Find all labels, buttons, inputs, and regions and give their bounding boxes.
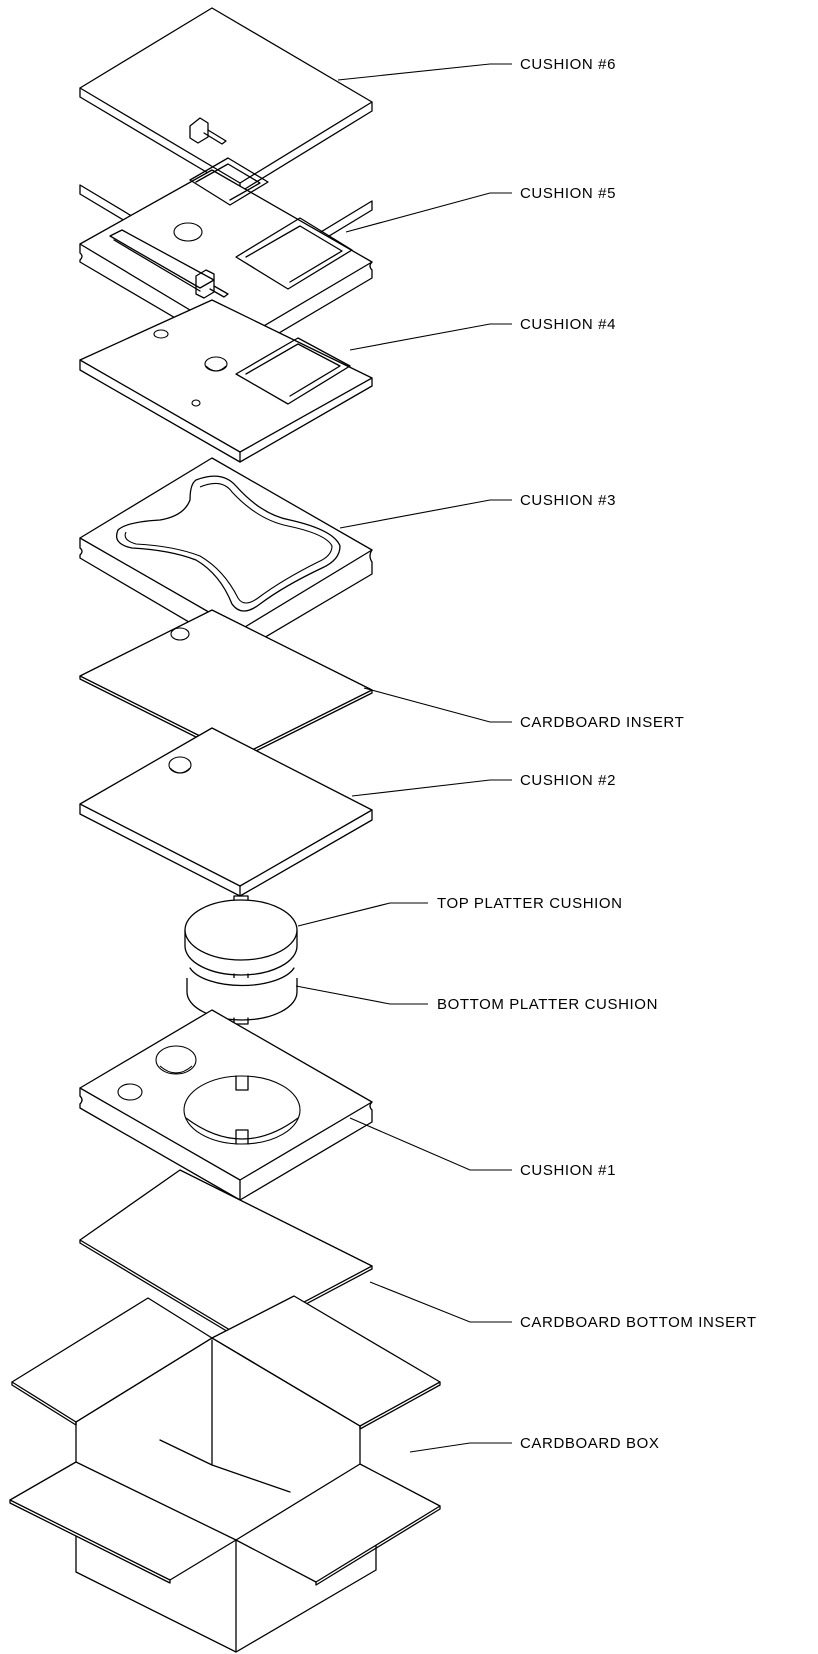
label-cardboard-box: CARDBOARD BOX [520, 1435, 660, 1452]
label-cushion-6: CUSHION #6 [520, 56, 616, 73]
bottom-platter-cushion-part [186, 967, 298, 1025]
cushion-4-part [79, 299, 373, 463]
label-cushion-2: CUSHION #2 [520, 772, 616, 789]
cardboard-box-part [9, 1295, 441, 1653]
label-cushion-4: CUSHION #4 [520, 316, 616, 333]
leader-lines [295, 63, 512, 1453]
label-cardboard-insert: CARDBOARD INSERT [520, 714, 684, 731]
top-platter-cushion-part [184, 895, 298, 983]
labels: CUSHION #6 CUSHION #5 CUSHION #4 CUSHION… [437, 56, 757, 1452]
label-cardboard-bottom-insert: CARDBOARD BOTTOM INSERT [520, 1314, 757, 1331]
label-bottom-platter-cushion: BOTTOM PLATTER CUSHION [437, 996, 658, 1013]
cushion-5-part [79, 157, 373, 357]
cushion-2-part [79, 727, 373, 897]
cushion-1-part [79, 1009, 373, 1201]
label-cushion-3: CUSHION #3 [520, 492, 616, 509]
label-cushion-5: CUSHION #5 [520, 185, 616, 202]
label-cushion-1: CUSHION #1 [520, 1162, 616, 1179]
label-top-platter-cushion: TOP PLATTER CUSHION [437, 895, 623, 912]
